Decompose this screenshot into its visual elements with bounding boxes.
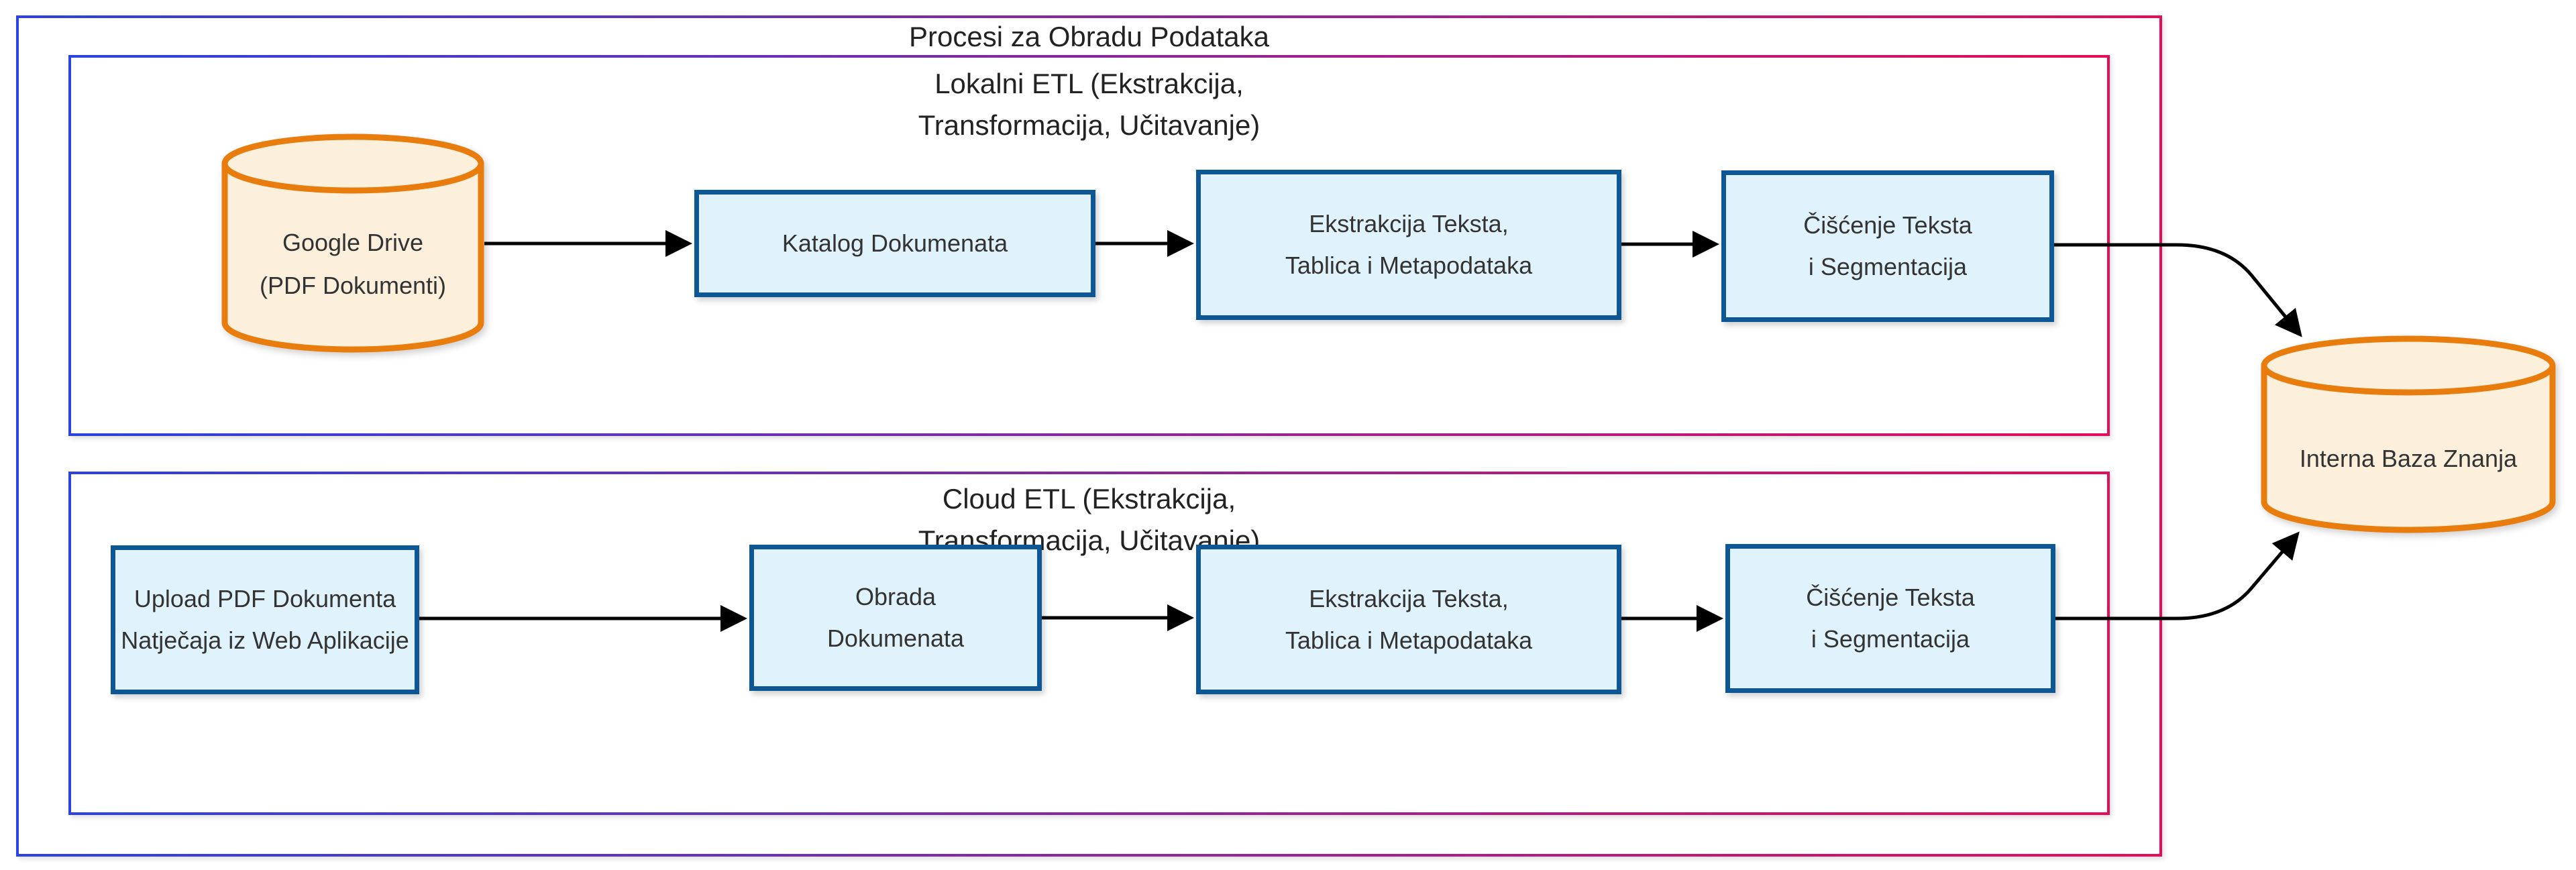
node-ekstrakcija-cloud-line1: Ekstrakcija Teksta, bbox=[1309, 584, 1509, 612]
node-ekstrakcija-local-line2: Tablica i Metapodataka bbox=[1285, 252, 1533, 279]
node-upload-pdf: Upload PDF Dokumenta Natječaja iz Web Ap… bbox=[111, 545, 419, 694]
node-google-drive-line1: Google Drive bbox=[282, 229, 424, 256]
node-upload-line1: Upload PDF Dokumenta bbox=[133, 585, 396, 612]
group-procesi-label-text: Procesi za Obradu Podataka bbox=[909, 21, 1269, 52]
node-ciscenje-cloud: Čišćenje Teksta i Segmentacija bbox=[1725, 544, 2055, 693]
node-ekstrakcija-cloud: Ekstrakcija Teksta, Tablica i Metapodata… bbox=[1196, 545, 1621, 694]
node-obrada-line1: Obrada bbox=[855, 583, 936, 610]
node-google-drive-label: Google Drive (PDF Dokumenti) bbox=[221, 221, 484, 307]
node-ciscenje-cloud-line2: i Segmentacija bbox=[1811, 625, 1970, 653]
node-ciscenje-cloud-line1: Čišćenje Teksta bbox=[1806, 584, 1975, 611]
group-lokalni-etl-label-line1: Lokalni ETL (Ekstrakcija, bbox=[934, 68, 1244, 99]
interna-baza-cylinder-icon bbox=[2261, 335, 2556, 533]
node-ekstrakcija-cloud-line2: Tablica i Metapodataka bbox=[1285, 626, 1533, 654]
node-ekstrakcija-local-line1: Ekstrakcija Teksta, bbox=[1309, 210, 1509, 237]
group-lokalni-etl-label: Lokalni ETL (Ekstrakcija, Transformacija… bbox=[71, 63, 2107, 146]
node-interna-baza-label: Interna Baza Znanja bbox=[2261, 437, 2556, 480]
node-ekstrakcija-local: Ekstrakcija Teksta, Tablica i Metapodata… bbox=[1196, 170, 1621, 320]
group-lokalni-etl-label-line2: Transformacija, Učitavanje) bbox=[918, 109, 1260, 141]
group-cloud-etl-label: Cloud ETL (Ekstrakcija, Transformacija, … bbox=[71, 478, 2107, 561]
group-procesi-label: Procesi za Obradu Podataka bbox=[19, 21, 2159, 52]
node-interna-baza-line1: Interna Baza Znanja bbox=[2299, 445, 2518, 472]
node-google-drive-line2: (PDF Dokumenti) bbox=[259, 272, 447, 299]
node-ciscenje-local: Čišćenje Teksta i Segmentacija bbox=[1721, 170, 2054, 322]
node-obrada-dokumenata: Obrada Dokumenata bbox=[749, 545, 1042, 691]
node-upload-line2: Natječaja iz Web Aplikacije bbox=[121, 627, 409, 654]
node-katalog-line1: Katalog Dokumenata bbox=[782, 229, 1008, 257]
node-ciscenje-local-line1: Čišćenje Teksta bbox=[1803, 211, 1972, 239]
node-obrada-line2: Dokumenata bbox=[826, 624, 965, 652]
node-ciscenje-local-line2: i Segmentacija bbox=[1808, 253, 1968, 280]
group-cloud-etl-label-line1: Cloud ETL (Ekstrakcija, bbox=[942, 483, 1236, 514]
node-katalog-dokumenata: Katalog Dokumenata bbox=[694, 190, 1095, 297]
